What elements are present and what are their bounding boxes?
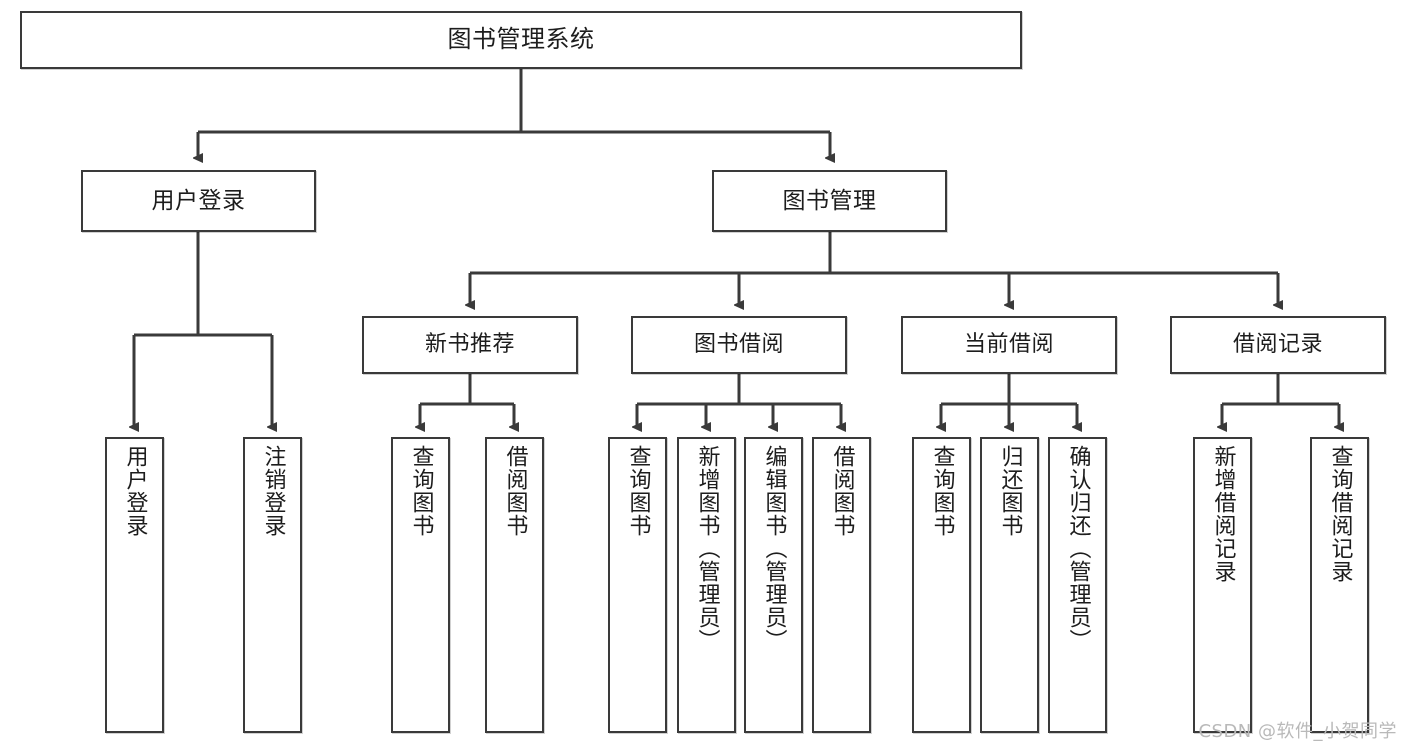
node-label: 新增图书（管理员） [694, 445, 720, 652]
node-new-book-recommend[interactable]: 新书推荐 [362, 316, 578, 374]
node-label: 注销登录 [260, 445, 286, 537]
node-book-manage[interactable]: 图书管理 [712, 170, 947, 232]
node-root-system[interactable]: 图书管理系统 [20, 11, 1022, 69]
leaf-borrow-book[interactable]: 借阅图书 [812, 437, 871, 733]
node-label: 查询图书 [408, 445, 434, 537]
node-user-login[interactable]: 用户登录 [81, 170, 316, 232]
node-label: 归还图书 [997, 445, 1023, 537]
leaf-return-book[interactable]: 归还图书 [980, 437, 1039, 733]
leaf-borrow-book-recommend[interactable]: 借阅图书 [485, 437, 544, 733]
node-label: 图书管理系统 [447, 25, 595, 54]
leaf-query-book-recommend[interactable]: 查询图书 [391, 437, 450, 733]
leaf-query-book-borrow[interactable]: 查询图书 [608, 437, 667, 733]
leaf-query-book-current[interactable]: 查询图书 [912, 437, 971, 733]
node-label: 用户登录 [122, 445, 148, 537]
node-label: 确认归还（管理员） [1065, 445, 1091, 652]
leaf-edit-book-admin[interactable]: 编辑图书（管理员） [744, 437, 803, 733]
node-label: 查询图书 [625, 445, 651, 537]
node-book-borrow[interactable]: 图书借阅 [631, 316, 847, 374]
leaf-add-borrow-record[interactable]: 新增借阅记录 [1193, 437, 1252, 733]
node-label: 当前借阅 [963, 332, 1054, 358]
leaf-confirm-return-admin[interactable]: 确认归还（管理员） [1048, 437, 1107, 733]
node-label: 查询图书 [929, 445, 955, 537]
node-label: 图书管理 [782, 187, 877, 214]
leaf-add-book-admin[interactable]: 新增图书（管理员） [677, 437, 736, 733]
node-current-borrow[interactable]: 当前借阅 [901, 316, 1117, 374]
node-label: 借阅图书 [502, 445, 528, 537]
node-label: 借阅记录 [1232, 332, 1323, 358]
node-label: 查询借阅记录 [1327, 445, 1353, 583]
node-label: 图书借阅 [693, 332, 784, 358]
node-label: 用户登录 [151, 187, 246, 214]
node-label: 借阅图书 [829, 445, 855, 537]
leaf-logout-login[interactable]: 注销登录 [243, 437, 302, 733]
node-label: 新书推荐 [424, 332, 515, 358]
leaf-query-borrow-record[interactable]: 查询借阅记录 [1310, 437, 1369, 733]
leaf-user-login[interactable]: 用户登录 [105, 437, 164, 733]
node-label: 编辑图书（管理员） [761, 445, 787, 652]
node-label: 新增借阅记录 [1210, 445, 1236, 583]
node-borrow-record[interactable]: 借阅记录 [1170, 316, 1386, 374]
